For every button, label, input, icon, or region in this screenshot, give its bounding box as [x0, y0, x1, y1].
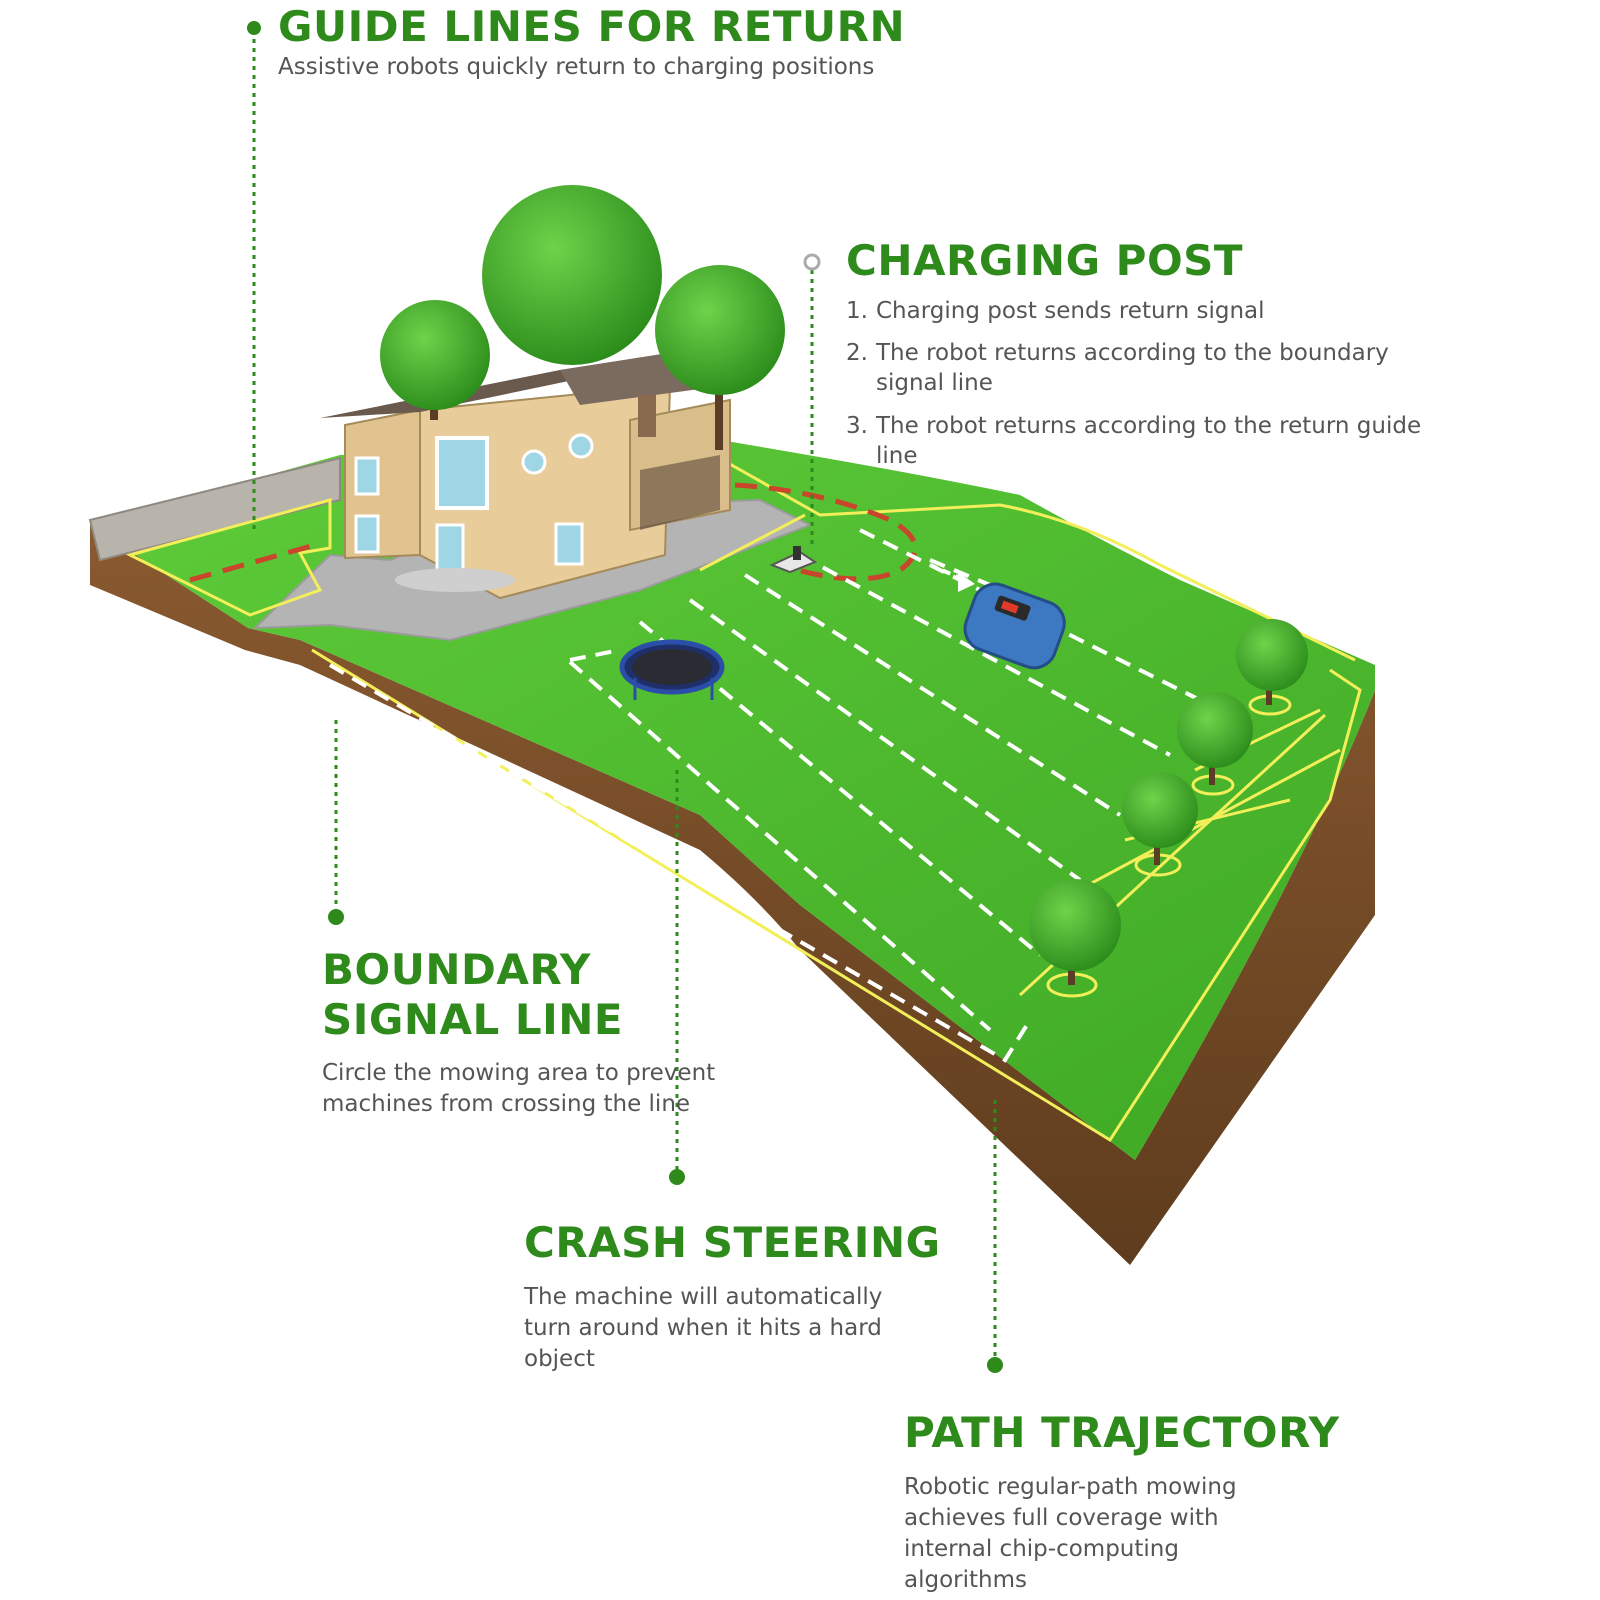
charging-post-title: CHARGING POST: [846, 236, 1244, 285]
path-callout-dot: [987, 1357, 1003, 1373]
path-trajectory-callout: PATH TRAJECTORY Robotic regular-path mow…: [904, 1408, 1424, 1597]
list-item: 2.The robot returns according to the bou…: [846, 339, 1389, 397]
guide-callout-dot: [247, 21, 261, 35]
charging-post-callout: CHARGING POST 1.Charging post sends retu…: [846, 236, 1446, 483]
stone-wall: [88, 456, 341, 562]
boundary-title-line1: BOUNDARY: [322, 945, 591, 994]
arrow-head-icon: [958, 572, 975, 592]
path-trajectory-title: PATH TRAJECTORY: [904, 1408, 1340, 1457]
boundary-callout-dot: [328, 909, 344, 925]
crash-steering-desc: The machine will automatically turn arou…: [524, 1283, 883, 1373]
crash-steering-callout: CRASH STEERING The machine will automati…: [524, 1218, 994, 1375]
guide-lines-title: GUIDE LINES FOR RETURN: [278, 2, 906, 51]
charging-callout-dot: [803, 253, 821, 271]
charging-post-list: 1.Charging post sends return signal 2.Th…: [846, 296, 1446, 472]
yard-trees: [1029, 619, 1308, 998]
trampoline-icon: [619, 639, 725, 700]
list-item: 1.Charging post sends return signal: [846, 297, 1265, 324]
robot-mower-icon: [963, 582, 1066, 670]
boundary-signal-callout: BOUNDARY SIGNAL LINE Circle the mowing a…: [322, 945, 722, 1121]
background-trees: [380, 185, 785, 450]
crash-steering-title: CRASH STEERING: [524, 1218, 941, 1267]
boundary-title-line2: SIGNAL LINE: [322, 994, 624, 1044]
boundary-desc: Circle the mowing area to prevent machin…: [322, 1060, 716, 1118]
guide-lines-callout: GUIDE LINES FOR RETURN Assistive robots …: [278, 2, 1038, 83]
callout-leaders: [252, 30, 997, 1360]
crash-callout-dot: [669, 1169, 685, 1185]
guide-lines-desc: Assistive robots quickly return to charg…: [278, 53, 875, 80]
list-item: 3.The robot returns according to the ret…: [846, 412, 1422, 469]
path-trajectory-desc: Robotic regular-path mowing achieves ful…: [904, 1473, 1237, 1594]
charging-post-icon: [769, 546, 818, 574]
